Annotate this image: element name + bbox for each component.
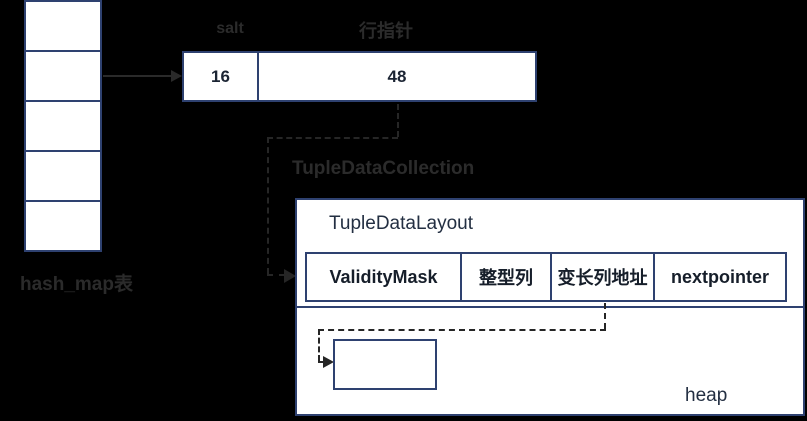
row-pointer-value-cell: 48 bbox=[387, 66, 407, 86]
salt-label: salt bbox=[216, 20, 244, 37]
heap-path-segment bbox=[318, 329, 606, 331]
hash-map-table bbox=[24, 0, 102, 252]
hash-bucket-cell bbox=[26, 50, 100, 100]
hash-map-label: hash_map表 bbox=[20, 274, 133, 295]
hash-entry-box: 16 48 bbox=[182, 51, 537, 102]
tuple-data-layout-title: TupleDataLayout bbox=[329, 213, 474, 234]
heap-arrowhead-icon bbox=[323, 356, 334, 368]
pointer-path-segment bbox=[397, 104, 399, 137]
heap-label: heap bbox=[685, 385, 728, 406]
layout-cell-varlen-address: 变长列地址 bbox=[550, 252, 655, 302]
tuple-data-layout-row: ValidityMask 整型列 变长列地址 nextpointer bbox=[305, 252, 787, 302]
pointer-path-segment bbox=[267, 137, 269, 274]
layout-cell-validitymask: ValidityMask bbox=[305, 252, 462, 302]
layout-cell-integer-column: 整型列 bbox=[460, 252, 552, 302]
row-pointer-label: 行指针 bbox=[359, 21, 413, 41]
hash-bucket-cell bbox=[26, 100, 100, 150]
tuple-data-collection-label: TupleDataCollection bbox=[292, 158, 475, 179]
bucket-to-entry-arrowhead-icon bbox=[171, 70, 182, 82]
heap-path-segment bbox=[318, 361, 326, 363]
salt-value-cell: 16 bbox=[184, 53, 259, 100]
bucket-to-entry-arrow-line bbox=[103, 75, 173, 77]
heap-path-segment bbox=[318, 329, 320, 361]
pointer-path-segment bbox=[267, 274, 285, 276]
hash-bucket-cell bbox=[26, 150, 100, 200]
heap-path-segment bbox=[604, 303, 606, 329]
hash-bucket-cell bbox=[26, 2, 100, 50]
pointer-path-segment bbox=[267, 137, 398, 139]
hash-bucket-cell bbox=[26, 200, 100, 250]
tuple-data-layout-box: TupleDataLayout ValidityMask 整型列 变长列地址 n… bbox=[295, 198, 805, 308]
pointer-arrowhead-icon bbox=[284, 269, 296, 283]
heap-row-box bbox=[333, 339, 437, 390]
layout-cell-nextpointer: nextpointer bbox=[653, 252, 787, 302]
